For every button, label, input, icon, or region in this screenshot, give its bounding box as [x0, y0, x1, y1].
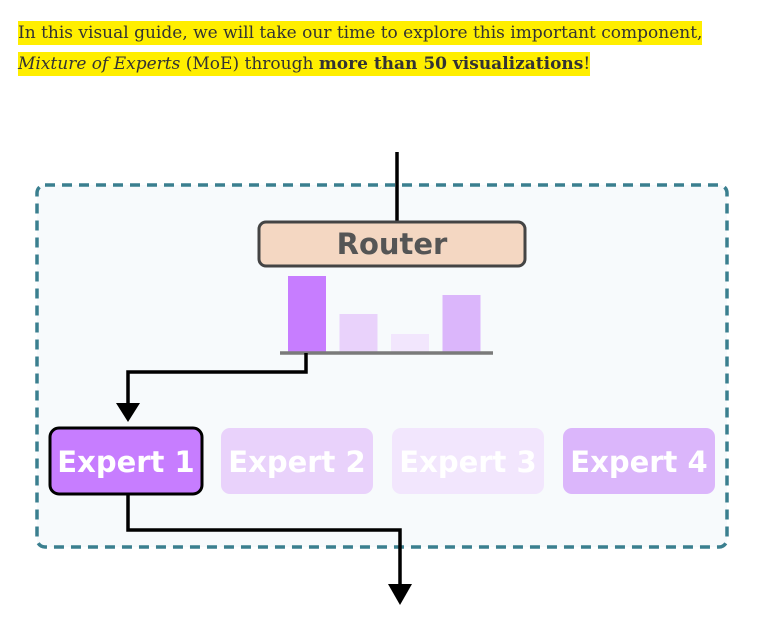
expert-4-label: Expert 4: [570, 445, 707, 479]
intro-italic-moe: Mixture of Experts: [18, 54, 181, 74]
intro-text-part1: In this visual guide, we will take our t…: [18, 23, 703, 43]
expert-2-box: [221, 428, 373, 494]
expert-1-label: Expert 1: [57, 445, 194, 479]
router-box: [257, 220, 527, 268]
output-arrowhead: [388, 584, 412, 605]
score-bar-1: [288, 276, 326, 353]
score-bar-2: [339, 314, 378, 353]
routing-arrow-line: [126, 353, 308, 404]
moe-layer-box: [35, 183, 729, 549]
intro-paragraph: In this visual guide, we will take our t…: [18, 18, 718, 80]
experts-row: Expert 1 Expert 2 Expert 3 Expert 4: [48, 426, 715, 496]
score-bar-4: [442, 295, 481, 353]
routing-arrowhead: [116, 403, 140, 422]
router-label: Router: [337, 227, 448, 261]
expert-2-label: Expert 2: [228, 445, 365, 479]
router-score-bars: [288, 276, 481, 353]
intro-text-part3: !: [583, 54, 591, 74]
intro-text-part2: (MoE) through: [180, 54, 319, 74]
score-bar-3: [391, 334, 429, 353]
expert-4-box: [563, 428, 715, 494]
output-arrow-line: [126, 493, 402, 586]
expert-1-box: [48, 426, 204, 496]
intro-bold-count: more than 50 visualizations: [318, 54, 584, 74]
expert-3-box: [392, 428, 544, 494]
expert-3-label: Expert 3: [399, 445, 536, 479]
